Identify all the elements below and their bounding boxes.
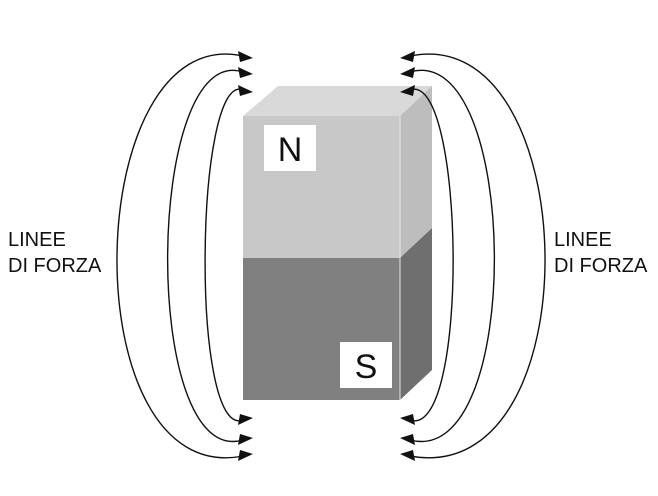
arrow-icon bbox=[238, 434, 253, 445]
arrow-icon bbox=[400, 85, 415, 96]
arrow-icon bbox=[238, 51, 253, 62]
left-field-label: LINEE DI FORZA bbox=[8, 229, 102, 277]
field-line-right-outer bbox=[409, 53, 546, 459]
right-label-line2: DI FORZA bbox=[554, 255, 648, 277]
right-label-line1: LINEE bbox=[554, 229, 612, 251]
arrow-icon bbox=[238, 85, 253, 96]
arrow-icon bbox=[238, 67, 253, 78]
arrow-icon bbox=[400, 434, 415, 445]
magnet-side-north bbox=[400, 86, 432, 258]
south-label: S bbox=[355, 348, 378, 386]
arrow-icon bbox=[238, 414, 253, 425]
field-line-left-middle bbox=[166, 69, 244, 443]
magnet-top-face bbox=[243, 86, 432, 116]
arrow-icon bbox=[400, 67, 415, 78]
field-line-left-outer bbox=[116, 53, 244, 459]
field-line-right-middle bbox=[409, 69, 496, 443]
left-field-lines bbox=[116, 51, 253, 461]
magnet-side-south bbox=[400, 228, 432, 400]
right-field-lines bbox=[400, 51, 546, 461]
right-field-label: LINEE DI FORZA bbox=[554, 229, 648, 277]
north-label: N bbox=[278, 131, 303, 169]
left-label-line2: DI FORZA bbox=[8, 255, 102, 277]
arrow-icon bbox=[400, 51, 415, 62]
south-label-box: S bbox=[340, 342, 392, 388]
arrow-icon bbox=[400, 450, 415, 461]
field-line-right-inner bbox=[409, 88, 454, 422]
field-line-left-inner bbox=[204, 88, 244, 422]
arrow-icon bbox=[400, 414, 415, 425]
arrow-icon bbox=[238, 450, 253, 461]
left-label-line1: LINEE bbox=[8, 229, 66, 251]
north-label-box: N bbox=[264, 125, 316, 171]
